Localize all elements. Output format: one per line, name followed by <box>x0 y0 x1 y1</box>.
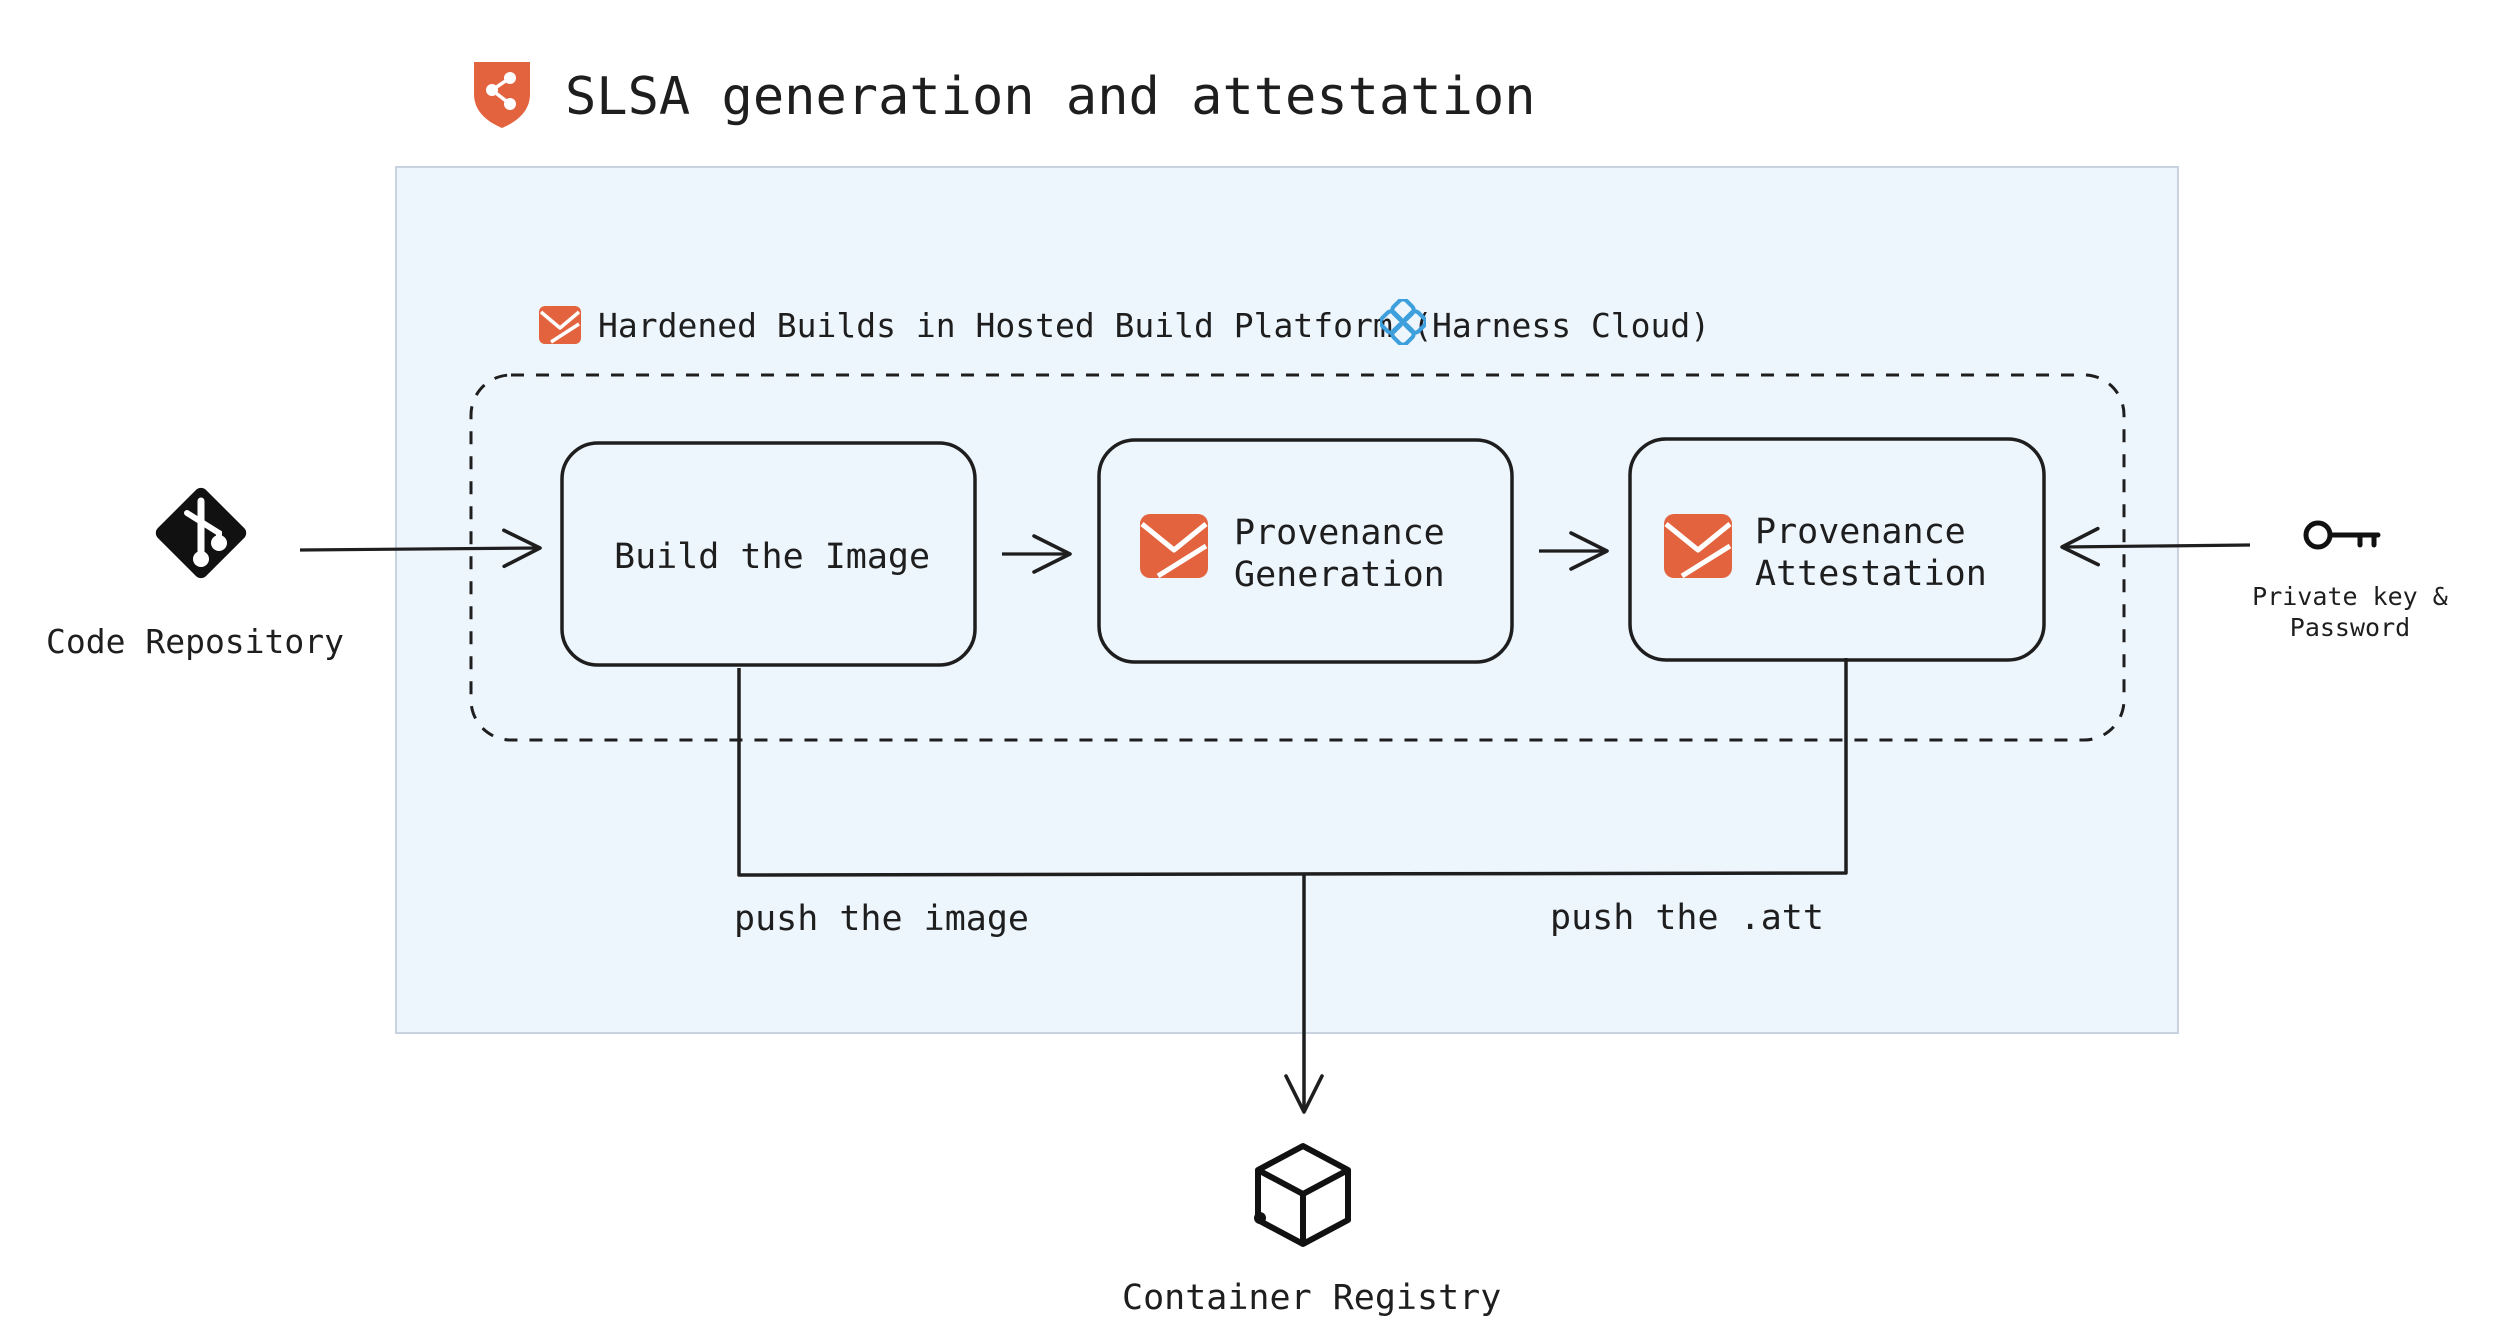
step-label-generation-line1: Provenance <box>1234 513 1445 553</box>
step-label-attestation-line2: Attestation <box>1755 554 1987 594</box>
step-label-build-image: Build the Image <box>614 537 931 577</box>
envelope-icon <box>537 302 583 346</box>
envelope-icon <box>1662 510 1734 582</box>
step-label-generation-line2: Generation <box>1234 555 1445 595</box>
harness-cloud-icon <box>1380 299 1426 345</box>
push-att-label: push the .att <box>1550 898 1824 938</box>
push-image-label: push the image <box>734 899 1030 939</box>
step-box-provenance-generation <box>1097 438 1514 664</box>
container-registry-label: Container Registry <box>1122 1278 1502 1318</box>
private-key-label-line2: Password <box>2289 613 2411 642</box>
git-icon <box>143 475 259 591</box>
push-connector <box>737 658 1848 877</box>
platform-label: Hardened Builds in Hosted Build Platform… <box>598 306 1433 345</box>
cube-icon <box>1252 1140 1354 1248</box>
code-repository-label: Code Repository <box>46 622 345 661</box>
arrow-repo-to-build <box>299 528 542 569</box>
step-box-build-image <box>560 441 977 667</box>
key-icon <box>2302 515 2382 555</box>
hardened-build-boundary <box>469 373 2126 742</box>
harness-cloud-label: Harness Cloud) <box>1432 306 1711 345</box>
private-key-label-line1: Private key & <box>2252 582 2448 611</box>
envelope-icon <box>1138 510 1210 582</box>
step-label-attestation-line1: Provenance <box>1755 512 1966 552</box>
arrow-key-to-attestation <box>2060 526 2251 567</box>
page-title: SLSA generation and attestation <box>565 67 1536 127</box>
slsa-shield-icon <box>468 58 536 130</box>
step-box-provenance-attestation <box>1628 437 2046 662</box>
